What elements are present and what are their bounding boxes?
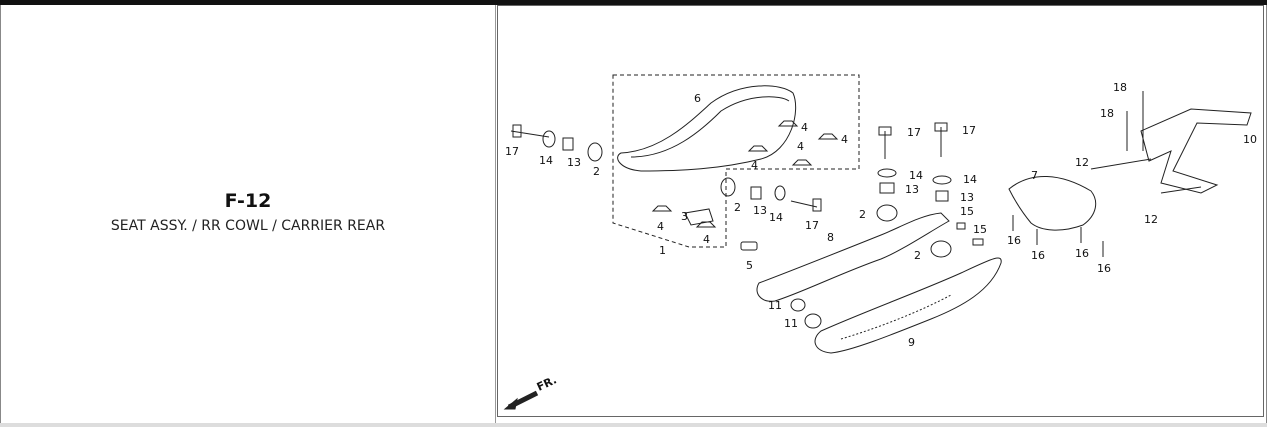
svg-text:14: 14 [539,154,553,167]
svg-text:11: 11 [784,317,798,330]
svg-text:7: 7 [1031,169,1038,182]
svg-text:9: 9 [908,336,915,349]
cover-part [1008,176,1097,231]
svg-text:1: 1 [659,244,666,257]
washer-center [774,185,786,201]
section-info-panel [0,5,496,423]
svg-text:17: 17 [505,145,519,158]
svg-text:13: 13 [753,204,767,217]
clip-part [740,241,758,251]
bottom-border [0,423,1267,427]
svg-text:4: 4 [703,233,710,246]
svg-text:16: 16 [1097,262,1111,275]
svg-text:14: 14 [963,173,977,186]
svg-text:17: 17 [907,126,921,139]
svg-text:17: 17 [962,124,976,137]
svg-text:2: 2 [914,249,921,262]
svg-text:15: 15 [960,205,974,218]
svg-text:2: 2 [734,201,741,214]
svg-text:3: 3 [681,210,688,223]
section-caption: SEAT ASSY. / RR COWL / CARRIER REAR [110,218,386,234]
rear-frame-part [756,212,950,302]
svg-text:14: 14 [909,169,923,182]
svg-text:16: 16 [1075,247,1089,260]
grommet-center [720,177,736,197]
seat-assembly-outline [612,74,860,248]
svg-text:5: 5 [746,259,753,272]
svg-text:18: 18 [1113,81,1127,94]
svg-text:18: 18 [1100,107,1114,120]
svg-text:2: 2 [593,165,600,178]
svg-text:2: 2 [859,208,866,221]
svg-text:14: 14 [769,211,783,224]
svg-text:12: 12 [1075,156,1089,169]
grommet-left [587,142,603,162]
bolt-center [790,198,822,212]
svg-text:8: 8 [827,231,834,244]
svg-text:4: 4 [841,133,848,146]
svg-text:12: 12 [1144,213,1158,226]
collar-left [562,137,574,151]
exploded-parts-diagram: FR. 17 14 13 2 6 4 4 4 4 3 4 4 1 2 13 14… [503,74,1257,410]
callout-numbers: 17 14 13 2 6 4 4 4 4 3 4 4 1 2 13 14 17 … [505,81,1257,349]
svg-text:4: 4 [657,220,664,233]
rear-carrier-part [1140,108,1252,194]
svg-text:16: 16 [1031,249,1045,262]
front-direction-label: FR. [535,373,559,393]
svg-text:13: 13 [567,156,581,169]
svg-text:16: 16 [1007,234,1021,247]
bracket-part [684,208,714,226]
svg-text:13: 13 [905,183,919,196]
svg-text:6: 6 [694,92,701,105]
svg-text:13: 13 [960,191,974,204]
svg-text:4: 4 [751,159,758,172]
seat-part [617,85,797,172]
bolt-left [510,124,550,138]
washer-left [542,130,556,148]
top-border [0,0,1267,5]
svg-text:4: 4 [797,140,804,153]
svg-text:4: 4 [801,121,808,134]
section-code: F-12 [224,190,272,212]
svg-text:17: 17 [805,219,819,232]
svg-text:15: 15 [973,223,987,236]
svg-text:10: 10 [1243,133,1257,146]
collar-center [750,186,762,200]
parts-diagram-panel: FR. 17 14 13 2 6 4 4 4 4 3 4 4 1 2 13 14… [497,5,1264,417]
svg-text:11: 11 [768,299,782,312]
rear-cowl-part [814,257,1002,354]
